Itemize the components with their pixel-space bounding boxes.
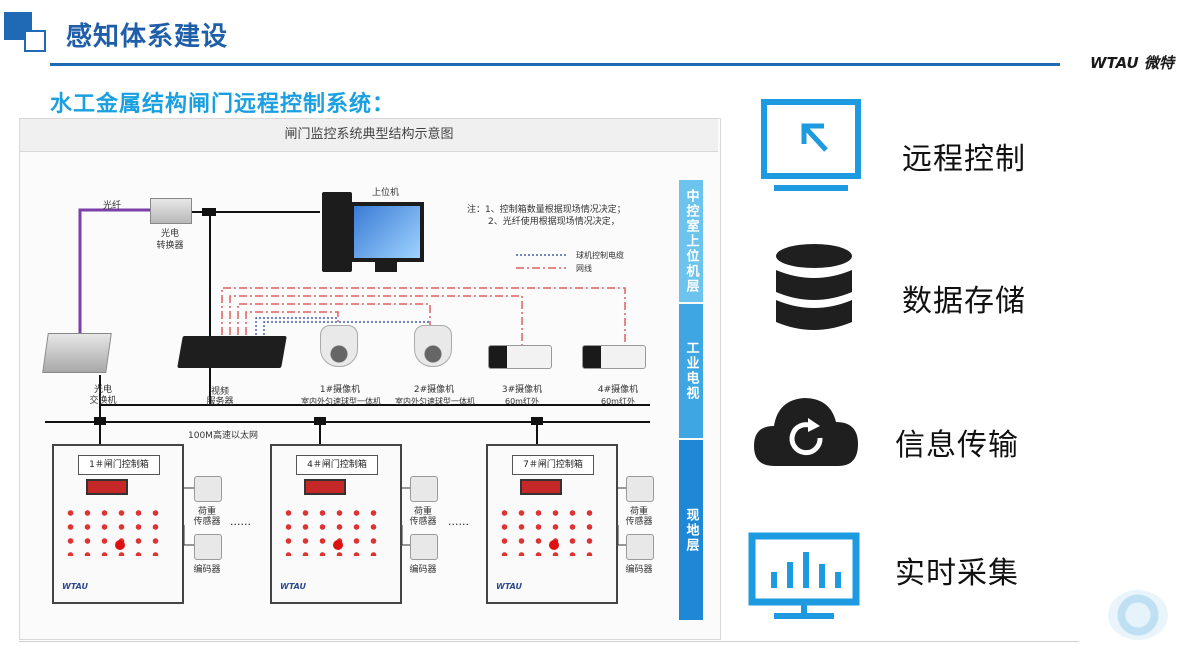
cabinet-4-brand: WTAU — [280, 582, 306, 591]
camera-4-name: 4#摄像机 — [597, 385, 639, 395]
page-title: 感知体系建设 — [66, 22, 229, 52]
camera-1-name: 1#摄像机 — [319, 385, 361, 395]
brand-logo: WTAU 微特 — [1090, 54, 1174, 72]
monitor-chart-icon — [748, 532, 860, 619]
decorative-swirl-icon — [1108, 590, 1168, 640]
monitor-screen-icon — [350, 202, 424, 262]
database-icon — [776, 244, 852, 330]
remote-control-icon — [761, 99, 861, 191]
notes-line-1: 注：1、控制箱数量根据现场情况决定； — [467, 205, 626, 215]
host-label: 上位机 — [372, 188, 400, 198]
fiber-label: 光纤 — [103, 201, 122, 211]
camera-1-desc: 室内外匀速球型一体机 — [301, 397, 381, 406]
feature-info-transfer: 信息传输 — [895, 428, 1019, 463]
encoder-4-label: 编码器 — [409, 565, 437, 575]
video-server-label-2: 服务器 — [206, 397, 234, 407]
load-sensor-1-icon — [194, 476, 222, 502]
header-divider — [50, 63, 1060, 66]
video-server-label-1: 视频 — [210, 387, 229, 397]
encoder-1-label: 编码器 — [193, 565, 221, 575]
cabinet-4-display — [304, 479, 346, 495]
diagram-wiring — [45, 208, 650, 546]
feature-data-storage: 数据存储 — [902, 284, 1026, 319]
load-sensor-7-label-1: 荷重 — [629, 507, 648, 517]
ellipsis-2: ...... — [448, 515, 469, 528]
pc-tower-icon — [322, 192, 352, 272]
ptz-control-cables — [255, 317, 430, 335]
dome-camera-1-icon — [320, 325, 358, 367]
encoder-7-label: 编码器 — [625, 565, 653, 575]
legend-network-cable: 网线 — [576, 264, 592, 273]
ellipsis-1: ...... — [230, 515, 251, 528]
layer-field: 现地层 — [679, 440, 703, 620]
load-sensor-1-label-2: 传感器 — [193, 517, 221, 527]
dome-camera-2-icon — [414, 325, 452, 367]
section-subtitle: 水工金属结构闸门远程控制系统： — [50, 92, 396, 117]
load-sensor-7-label-2: 传感器 — [625, 517, 653, 527]
load-sensor-4-label-1: 荷重 — [413, 507, 432, 517]
cabinet-4-title: 4＃闸门控制箱 — [296, 455, 378, 475]
cabinet-1-display — [86, 479, 128, 495]
diagram-heading: 闸门监控系统典型结构示意图 — [20, 119, 718, 152]
encoder-1-icon — [194, 534, 222, 560]
monitor-stand-icon — [375, 260, 397, 272]
cabinet-4-stop-button — [333, 540, 343, 550]
switch-label-1: 光电 — [93, 385, 112, 395]
cabinet-7-title: 7＃闸门控制箱 — [512, 455, 594, 475]
cabinet-7-brand: WTAU — [496, 582, 522, 591]
layer-industrial-tv: 工业电视 — [679, 304, 703, 438]
footer-divider — [19, 641, 1079, 642]
cloud-sync-icon — [754, 398, 858, 466]
optical-switch-icon — [42, 333, 112, 373]
legend-ptz-cable: 球机控制电缆 — [576, 251, 624, 260]
header-square-outline-icon — [24, 30, 46, 52]
fiber-line — [78, 208, 150, 335]
camera-4-desc: 60m红外 — [601, 397, 635, 406]
cabinet-1-indicators — [62, 506, 166, 556]
network-label: 100M高速以太网 — [188, 431, 258, 441]
cabinet-1-title: 1＃闸门控制箱 — [78, 455, 160, 475]
bullet-camera-4-icon — [582, 345, 646, 369]
camera-2-name: 2#摄像机 — [413, 385, 455, 395]
cabinet-7-indicators — [496, 506, 600, 556]
cabinet-1-stop-button — [115, 540, 125, 550]
camera-2-desc: 室内外匀速球型一体机 — [395, 397, 475, 406]
load-sensor-4-label-2: 传感器 — [409, 517, 437, 527]
encoder-4-icon — [410, 534, 438, 560]
switch-label-2: 交换机 — [89, 396, 117, 406]
feature-remote-control: 远程控制 — [902, 142, 1026, 177]
converter-label-2: 转换器 — [156, 241, 184, 251]
load-sensor-7-icon — [626, 476, 654, 502]
cabinet-1-brand: WTAU — [62, 582, 88, 591]
load-sensor-1-label-1: 荷重 — [197, 507, 216, 517]
cabinet-7-stop-button — [549, 540, 559, 550]
load-sensor-4-icon — [410, 476, 438, 502]
camera-3-desc: 60m红外 — [505, 397, 539, 406]
bullet-camera-3-icon — [488, 345, 552, 369]
optical-converter-icon — [150, 198, 192, 224]
video-server-icon — [177, 336, 287, 368]
cabinet-4-indicators — [280, 506, 384, 556]
notes-line-2: 2、光纤使用根据现场情况决定， — [488, 217, 620, 227]
converter-label-1: 光电 — [160, 229, 179, 239]
encoder-7-icon — [626, 534, 654, 560]
layer-control-room: 中控室上位机层 — [679, 180, 703, 302]
camera-3-name: 3#摄像机 — [501, 385, 543, 395]
cabinet-7-display — [520, 479, 562, 495]
feature-realtime-collection: 实时采集 — [895, 556, 1019, 591]
network-cables — [221, 287, 626, 345]
